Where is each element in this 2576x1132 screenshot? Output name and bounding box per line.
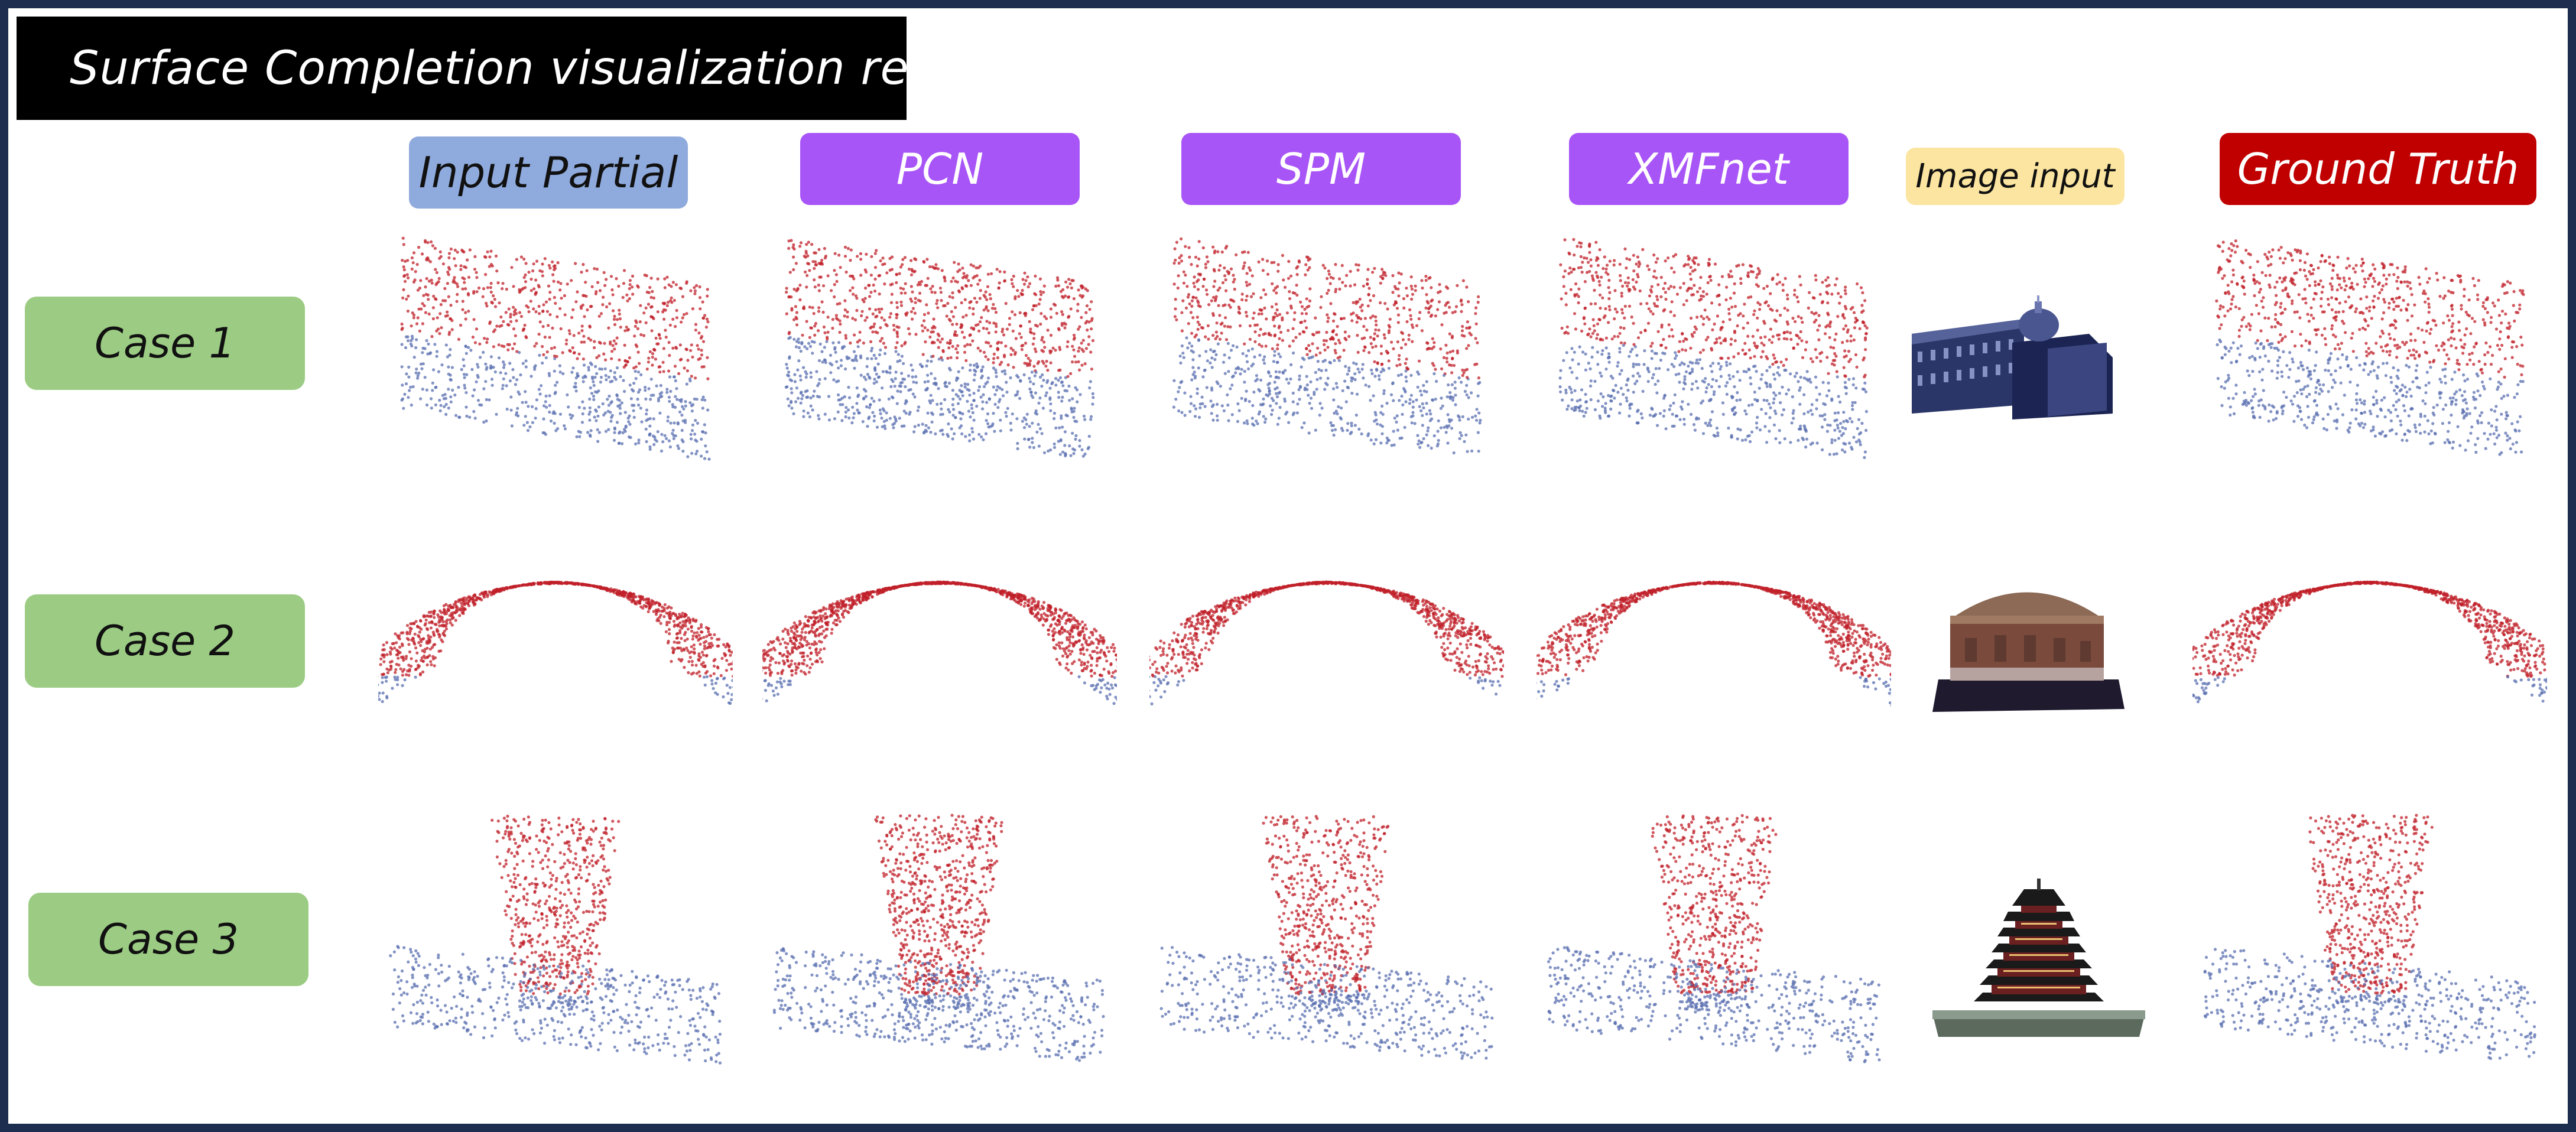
point-cloud-render [378,580,733,705]
pantheon-render [1932,592,2125,712]
point-cloud-case-3-xmfnet [1536,792,1891,1075]
point-cloud-render [1547,814,1881,1063]
point-cloud-render [1558,238,1869,459]
point-cloud-render [762,580,1117,705]
point-cloud-render [784,239,1095,458]
point-cloud-case-3-spm [1149,792,1504,1075]
point-cloud-render [389,814,722,1065]
point-cloud-case-3-pcn [762,792,1117,1075]
image-input-cathedral [1912,292,2119,422]
point-cloud-render [400,236,711,461]
point-cloud-case-1-spm [1149,225,1504,508]
point-cloud-case-1-input-partial [378,225,733,508]
image-input-pagoda [1932,877,2145,1037]
row-label-case-3: Case 3 [28,893,308,986]
slide-title: Surface Completion visualization result [70,41,996,95]
point-cloud-render [772,814,1105,1062]
column-header-input-partial: Input Partial [409,136,688,209]
column-header-image-input: Image input [1906,148,2125,205]
point-cloud-case-2-input-partial [378,508,733,792]
point-cloud-case-3-ground-truth [2192,792,2547,1075]
point-cloud-render [1159,815,1494,1060]
row-label-case-1: Case 1 [25,297,305,390]
image-input-pantheon [1929,573,2125,715]
point-cloud-render [2192,580,2547,704]
point-cloud-render [2203,814,2536,1061]
column-header-xmfnet: XMFnet [1569,133,1849,205]
point-cloud-render [1172,237,1482,455]
point-cloud-render [1149,580,1504,705]
point-cloud-render [2215,239,2525,456]
column-header-pcn: PCN [800,133,1080,205]
cathedral-render [1912,295,2113,419]
point-cloud-case-1-xmfnet [1536,225,1891,508]
title-bar: Surface Completion visualization result [17,17,995,120]
point-cloud-case-2-xmfnet [1536,508,1891,792]
column-header-ground-truth: Ground Truth [2220,133,2536,205]
point-cloud-case-2-pcn [762,508,1117,792]
row-label-case-2: Case 2 [25,594,305,688]
point-cloud-case-2-spm [1149,508,1504,792]
column-header-spm: SPM [1181,133,1461,205]
point-cloud-case-3-input-partial [378,792,733,1075]
point-cloud-case-2-ground-truth [2192,508,2547,792]
point-cloud-render [1536,580,1891,707]
point-cloud-case-1-pcn [762,225,1117,508]
pagoda-render [1932,879,2145,1037]
point-cloud-case-1-ground-truth [2192,225,2547,508]
